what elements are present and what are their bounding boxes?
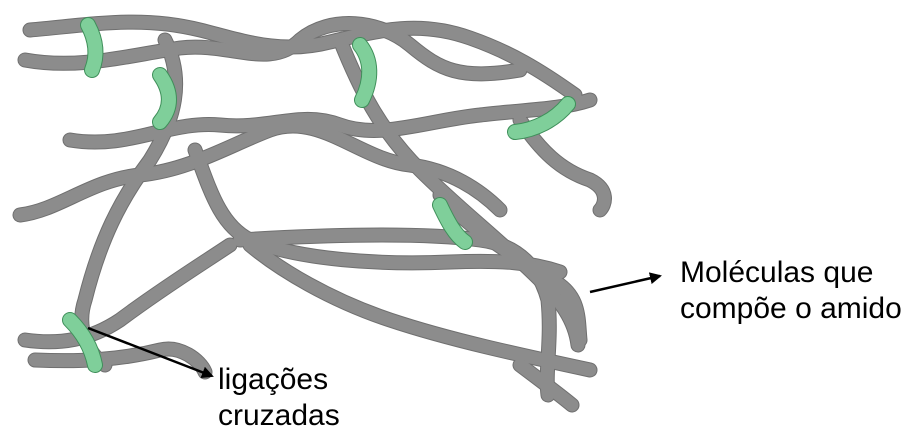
crosslinks-label: ligações cruzadas [218,362,340,434]
molecules-arrow [590,276,660,292]
molecules-label: Moléculas que compõe o amido [680,255,902,327]
molecules-label-line2: compõe o amido [680,291,902,327]
molecules-label-line1: Moléculas que [680,255,902,291]
crosslink [88,25,95,70]
crosslinks-label-line1: ligações [218,362,340,398]
crosslinks-label-line2: cruzadas [218,398,340,434]
polymer-strands [20,22,604,405]
